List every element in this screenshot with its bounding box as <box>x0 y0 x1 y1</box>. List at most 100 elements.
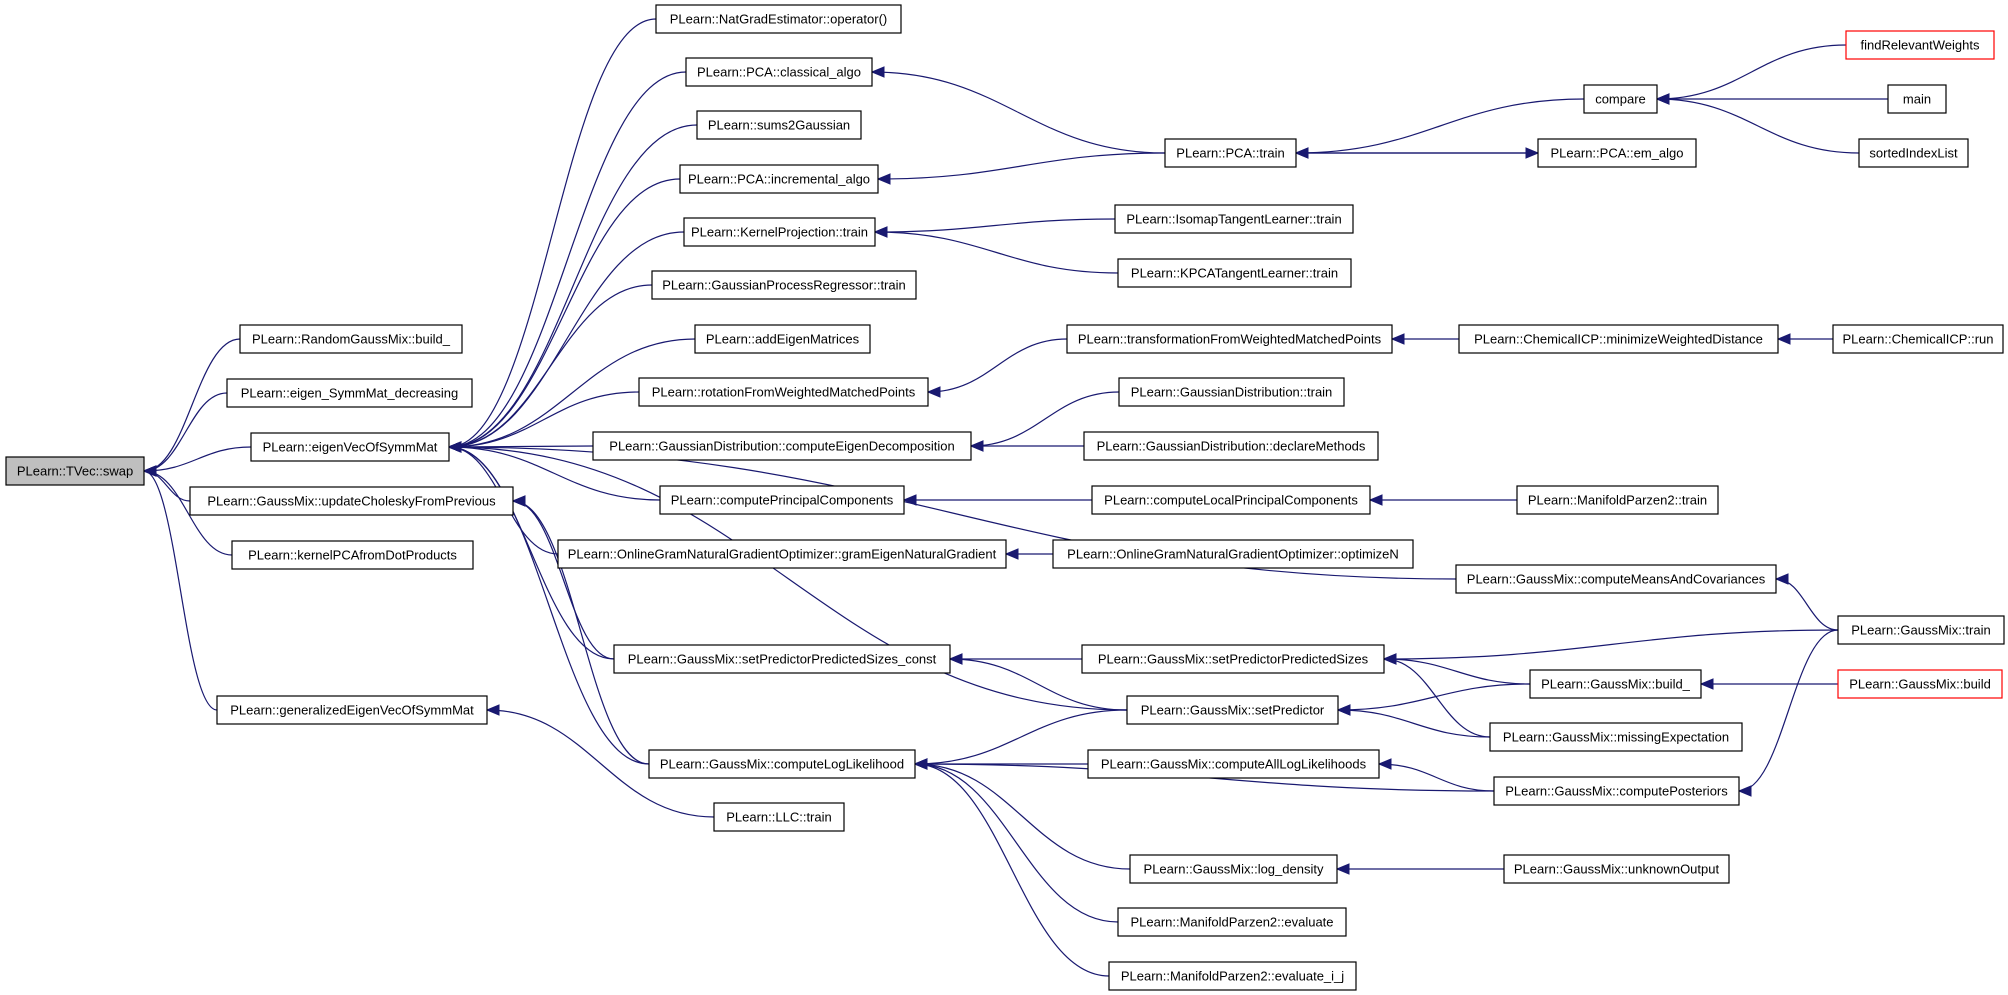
node-gm-train[interactable]: PLearn::GaussMix::train <box>1837 615 2005 645</box>
node-pca-train[interactable]: PLearn::PCA::train <box>1164 138 1297 168</box>
node-box <box>1083 431 1379 461</box>
node-box <box>1529 669 1702 699</box>
node-box <box>638 377 929 407</box>
node-box <box>685 57 873 87</box>
node-box <box>1858 138 1969 168</box>
node-label: PLearn::GaussMix::computeLogLikelihood <box>660 757 904 772</box>
edge-mp2_evalij-to-gm_cll <box>914 763 1110 977</box>
node-box <box>1117 907 1347 937</box>
node-gm-logd[interactable]: PLearn::GaussMix::log_density <box>1129 854 1338 884</box>
node-label: PLearn::ManifoldParzen2::evaluate <box>1130 915 1333 930</box>
node-box <box>679 164 879 194</box>
node-swap[interactable]: PLearn::TVec::swap <box>5 456 145 486</box>
edge-natgrad-to-eigenvec <box>448 18 657 448</box>
node-trans-wmp[interactable]: PLearn::transformationFromWeightedMatche… <box>1066 324 1393 354</box>
node-box <box>1832 324 2004 354</box>
node-pca-classical[interactable]: PLearn::PCA::classical_algo <box>685 57 873 87</box>
edge-arrowhead <box>969 440 984 452</box>
node-comp-lpc[interactable]: PLearn::computeLocalPrincipalComponents <box>1091 485 1371 515</box>
node-ogngo-opt[interactable]: PLearn::OnlineGramNaturalGradientOptimiz… <box>1052 539 1414 569</box>
node-box <box>1118 377 1345 407</box>
edge-find_rel-to-compare <box>1656 44 1847 100</box>
node-pca-em[interactable]: PLearn::PCA::em_algo <box>1537 138 1697 168</box>
edge-arrowhead <box>1377 758 1392 770</box>
node-box <box>696 110 862 140</box>
node-label: PLearn::KernelProjection::train <box>691 225 868 240</box>
node-label: PLearn::TVec::swap <box>17 464 133 479</box>
node-update-chol[interactable]: PLearn::GaussMix::updateCholeskyFromPrev… <box>189 486 514 516</box>
node-box <box>683 217 876 247</box>
node-gpr-train[interactable]: PLearn::GaussianProcessRegressor::train <box>651 270 917 300</box>
node-mp2-train[interactable]: PLearn::ManifoldParzen2::train <box>1516 485 1719 515</box>
node-gm-unk[interactable]: PLearn::GaussMix::unknownOutput <box>1503 854 1730 884</box>
node-gm-cmac[interactable]: PLearn::GaussMix::computeMeansAndCovaria… <box>1455 564 1777 594</box>
node-gm-build-[interactable]: PLearn::GaussMix::build_ <box>1529 669 1702 699</box>
edge-eigen_dec-to-swap <box>143 392 228 472</box>
node-main[interactable]: main <box>1887 84 1947 114</box>
node-label: PLearn::GaussMix::setPredictorPredictedS… <box>628 652 937 667</box>
node-label: PLearn::GaussianDistribution::declareMet… <box>1097 439 1366 454</box>
node-rgm-build[interactable]: PLearn::RandomGaussMix::build_ <box>239 324 463 354</box>
node-find-rel[interactable]: findRelevantWeights <box>1845 30 1995 60</box>
node-gm-setpred[interactable]: PLearn::GaussMix::setPredictor <box>1126 695 1339 725</box>
node-label: PLearn::computePrincipalComponents <box>671 493 894 508</box>
edge-arrowhead <box>876 173 891 185</box>
node-gd-declare[interactable]: PLearn::GaussianDistribution::declareMet… <box>1083 431 1379 461</box>
node-label: PLearn::OnlineGramNaturalGradientOptimiz… <box>1067 547 1399 562</box>
edge-arrowhead <box>870 66 885 78</box>
node-box <box>239 324 463 354</box>
node-gm-cll[interactable]: PLearn::GaussMix::computeLogLikelihood <box>648 749 916 779</box>
edges-layer <box>142 18 1888 977</box>
node-iso-train[interactable]: PLearn::IsomapTangentLearner::train <box>1114 204 1354 234</box>
node-kernel-pca[interactable]: PLearn::kernelPCAfromDotProducts <box>231 540 474 570</box>
node-gm-comppost[interactable]: PLearn::GaussMix::computePosteriors <box>1493 776 1740 806</box>
edge-sorted_idx-to-compare <box>1656 98 1860 154</box>
node-gen-eigen[interactable]: PLearn::generalizedEigenVecOfSymmMat <box>216 695 488 725</box>
node-label: main <box>1903 92 1931 107</box>
node-box <box>1887 84 1947 114</box>
node-cicp-run[interactable]: PLearn::ChemicalICP::run <box>1832 324 2004 354</box>
node-pca-incr[interactable]: PLearn::PCA::incremental_algo <box>679 164 879 194</box>
node-mp2-evalij[interactable]: PLearn::ManifoldParzen2::evaluate_i_j <box>1108 961 1357 991</box>
node-gm-missexp[interactable]: PLearn::GaussMix::missingExpectation <box>1489 722 1743 752</box>
edge-gm_missexp-to-gm_sppps <box>1383 658 1491 738</box>
edge-arrowhead <box>873 226 888 238</box>
node-add-eigen[interactable]: PLearn::addEigenMatrices <box>694 324 871 354</box>
node-sorted-idx[interactable]: sortedIndexList <box>1858 138 1969 168</box>
node-box <box>189 486 514 516</box>
node-llc-train[interactable]: PLearn::LLC::train <box>713 802 845 832</box>
node-label: findRelevantWeights <box>1861 38 1980 53</box>
node-eigenvec[interactable]: PLearn::eigenVecOfSymmMat <box>250 432 450 462</box>
node-gd-ced[interactable]: PLearn::GaussianDistribution::computeEig… <box>592 431 972 461</box>
node-compare[interactable]: compare <box>1583 84 1658 114</box>
node-gm-sppps[interactable]: PLearn::GaussMix::setPredictorPredictedS… <box>1081 644 1385 674</box>
node-label: PLearn::ManifoldParzen2::evaluate_i_j <box>1121 969 1344 984</box>
node-gd-train[interactable]: PLearn::GaussianDistribution::train <box>1118 377 1345 407</box>
node-comp-pc[interactable]: PLearn::computePrincipalComponents <box>659 485 905 515</box>
edge-arrowhead <box>1368 494 1383 506</box>
node-label: PLearn::PCA::train <box>1176 146 1284 161</box>
node-gm-sppsc[interactable]: PLearn::GaussMix::setPredictorPredictedS… <box>613 644 951 674</box>
node-box <box>231 540 474 570</box>
node-box <box>1052 539 1414 569</box>
node-gm-call[interactable]: PLearn::GaussMix::computeAllLogLikelihoo… <box>1087 749 1380 779</box>
node-kpca-train[interactable]: PLearn::KPCATangentLearner::train <box>1117 258 1352 288</box>
node-rot-wmp[interactable]: PLearn::rotationFromWeightedMatchedPoint… <box>638 377 929 407</box>
edge-iso_train-to-kproj_train <box>874 218 1116 233</box>
node-mp2-eval[interactable]: PLearn::ManifoldParzen2::evaluate <box>1117 907 1347 937</box>
node-ogngo-ge[interactable]: PLearn::OnlineGramNaturalGradientOptimiz… <box>557 539 1007 569</box>
edge-trans_wmp-to-rot_wmp <box>927 338 1068 393</box>
node-label: PLearn::PCA::em_algo <box>1551 146 1684 161</box>
node-gm-build[interactable]: PLearn::GaussMix::build <box>1837 669 2003 699</box>
node-kproj-train[interactable]: PLearn::KernelProjection::train <box>683 217 876 247</box>
node-natgrad[interactable]: PLearn::NatGradEstimator::operator() <box>655 4 902 34</box>
node-sums2g[interactable]: PLearn::sums2Gaussian <box>696 110 862 140</box>
node-label: PLearn::eigen_SymmMat_decreasing <box>241 386 459 401</box>
node-label: PLearn::ManifoldParzen2::train <box>1528 493 1707 508</box>
node-box <box>613 644 951 674</box>
node-eigen-dec[interactable]: PLearn::eigen_SymmMat_decreasing <box>226 378 473 408</box>
node-box <box>659 485 905 515</box>
node-cicp-mwd[interactable]: PLearn::ChemicalICP::minimizeWeightedDis… <box>1458 324 1779 354</box>
node-label: PLearn::ChemicalICP::minimizeWeightedDis… <box>1474 332 1763 347</box>
